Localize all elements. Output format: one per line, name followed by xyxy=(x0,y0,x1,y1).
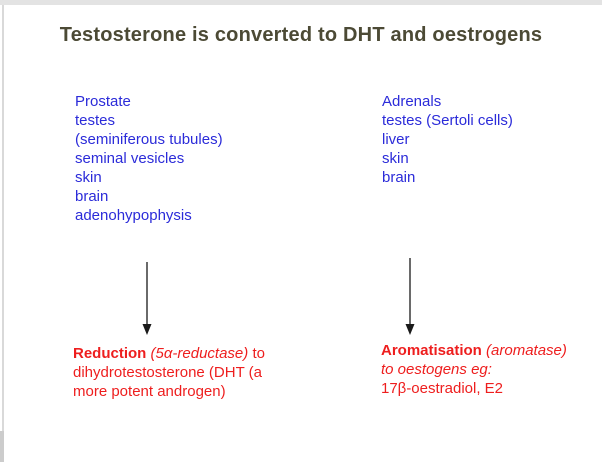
aromatisation-line-2: to oestogens eg: xyxy=(381,361,492,378)
list-item: Prostate xyxy=(75,93,131,110)
slide-left-edge-bottom xyxy=(0,431,4,462)
aromatisation-label: Aromatisation xyxy=(381,342,482,359)
reduction-line-1: Reduction (5α-reductase) to xyxy=(73,344,265,363)
aromatisation-caption: Aromatisation (aromatase) to oestogens e… xyxy=(381,341,567,398)
slide-top-edge xyxy=(0,0,602,5)
reduction-line-3: more potent androgen) xyxy=(73,383,226,400)
slide-title: Testosterone is converted to DHT and oes… xyxy=(59,24,543,46)
list-item: seminal vesicles xyxy=(75,150,185,167)
list-item: skin xyxy=(75,169,102,186)
list-item: testes xyxy=(75,112,116,129)
list-item: testes (Sertoli cells) xyxy=(382,112,513,129)
list-item: brain xyxy=(382,169,416,186)
down-arrow-icon xyxy=(139,260,155,341)
list-item: adenohypophysis xyxy=(75,207,192,224)
list-item: brain xyxy=(75,188,109,205)
slide-left-edge xyxy=(2,5,4,462)
reduction-enzyme: (5α-reductase) xyxy=(150,345,249,362)
aromatisation-enzyme: (aromatase) xyxy=(486,342,567,359)
list-item: Adrenals xyxy=(382,93,442,110)
reduction-line-2: dihydrotestosterone (DHT (a xyxy=(73,364,262,381)
list-item: liver xyxy=(382,131,410,148)
dht-site-list: Prostate testes (seminiferous tubules) s… xyxy=(75,92,223,225)
reduction-label: Reduction xyxy=(73,345,147,362)
oestrogen-site-list: Adrenals testes (Sertoli cells) liver sk… xyxy=(382,92,513,187)
list-item: skin xyxy=(382,150,409,167)
list-item: (seminiferous tubules) xyxy=(75,131,223,148)
reduction-caption: Reduction (5α-reductase) to dihydrotesto… xyxy=(73,344,265,401)
down-arrow-icon xyxy=(402,256,418,341)
aromatisation-line-3: 17β-oestradiol, E2 xyxy=(381,380,504,397)
reduction-tail: to xyxy=(252,345,265,362)
aromatisation-line-1: Aromatisation (aromatase) xyxy=(381,341,567,360)
